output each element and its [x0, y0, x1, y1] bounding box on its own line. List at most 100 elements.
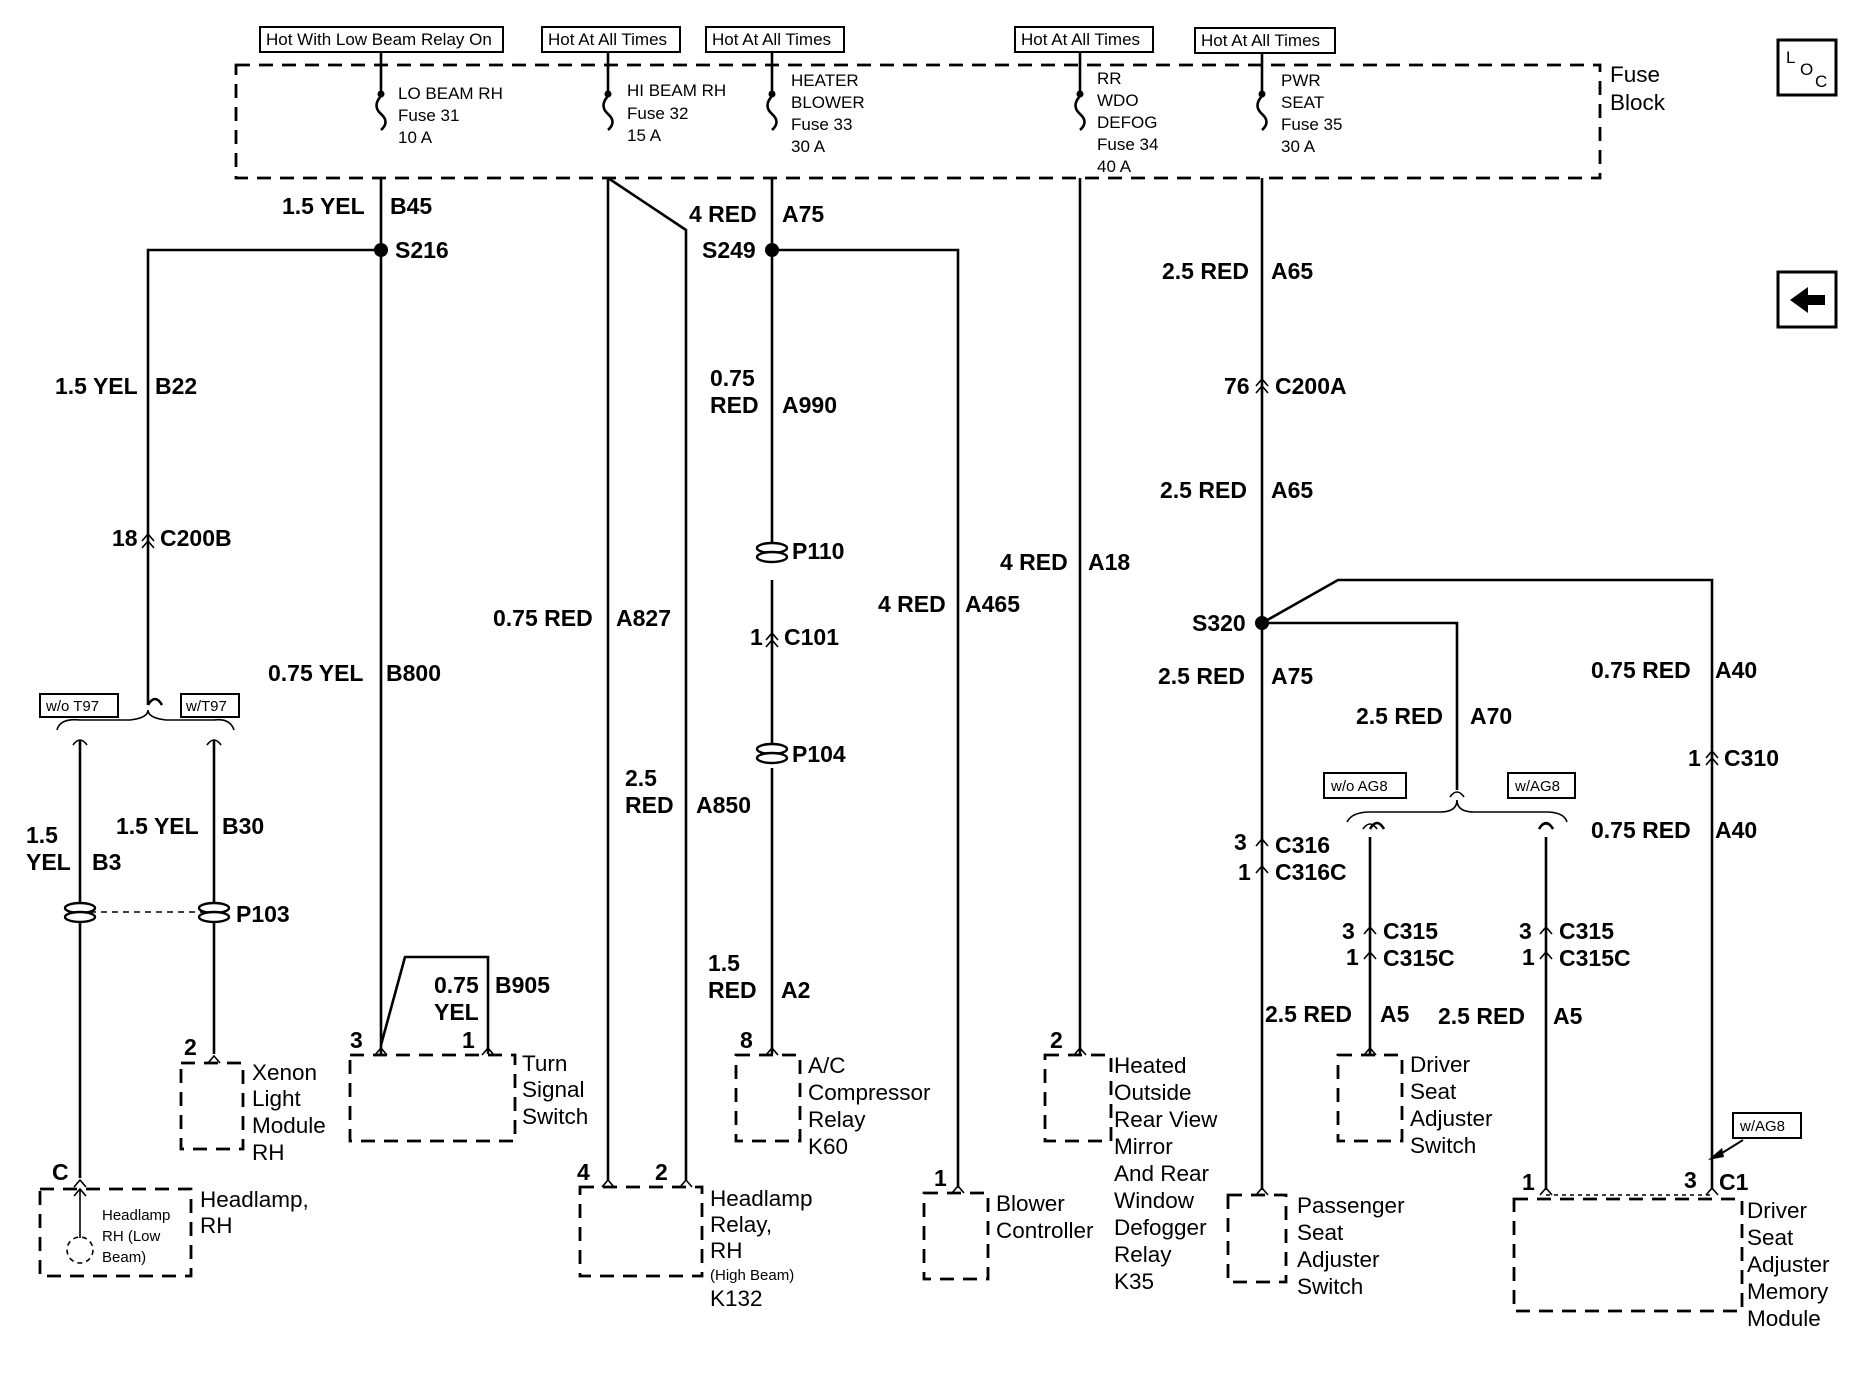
svg-text:L: L — [1786, 48, 1795, 67]
fuse-condition-33: Hot At All Times — [705, 26, 845, 53]
svg-text:B30: B30 — [222, 813, 264, 839]
svg-text:15 A: 15 A — [627, 126, 662, 145]
fuse-31-text: LO BEAM RH Fuse 31 10 A — [398, 84, 503, 147]
svg-text:Controller: Controller — [996, 1218, 1094, 1243]
svg-text:RED: RED — [708, 977, 757, 1003]
fuse-33-text: HEATER BLOWER Fuse 33 30 A — [791, 71, 865, 156]
connector-c200a: 76 C200A — [1224, 373, 1347, 399]
svg-text:w/o AG8: w/o AG8 — [1330, 778, 1388, 795]
svg-text:2.5 RED: 2.5 RED — [1438, 1003, 1525, 1029]
connector-c101: 1 C101 — [750, 624, 839, 650]
fuse-condition-34: Hot At All Times — [1014, 26, 1154, 53]
svg-text:1: 1 — [1688, 745, 1701, 771]
svg-text:Memory: Memory — [1747, 1279, 1829, 1304]
svg-text:30 A: 30 A — [791, 137, 826, 156]
svg-text:A65: A65 — [1271, 258, 1313, 284]
svg-text:A65: A65 — [1271, 477, 1313, 503]
svg-text:C315: C315 — [1383, 918, 1438, 944]
fuse-block-label: Fuse — [1610, 62, 1660, 87]
svg-text:Window: Window — [1114, 1188, 1195, 1213]
svg-text:C200A: C200A — [1275, 373, 1347, 399]
svg-text:Mirror: Mirror — [1114, 1134, 1173, 1159]
svg-text:2.5 RED: 2.5 RED — [1158, 663, 1245, 689]
svg-text:2: 2 — [1050, 1027, 1063, 1053]
device-ac-compressor-relay: 8 A/C Compressor Relay K60 — [734, 1027, 931, 1159]
svg-text:3: 3 — [1342, 918, 1355, 944]
connector-c310: 1 C310 — [1688, 745, 1779, 771]
svg-text:A70: A70 — [1470, 703, 1512, 729]
svg-text:A75: A75 — [782, 201, 824, 227]
svg-text:Adjuster: Adjuster — [1297, 1247, 1380, 1272]
svg-text:LO BEAM RH: LO BEAM RH — [398, 84, 503, 103]
device-headlamp: C Headlamp RH (Low Beam) Headlamp, RH — [38, 1159, 309, 1278]
device-turn-signal-switch: 3 1 Turn Signal Switch — [348, 1027, 588, 1143]
svg-text:K35: K35 — [1114, 1269, 1154, 1294]
svg-text:A850: A850 — [696, 792, 751, 818]
svg-text:Module: Module — [1747, 1306, 1821, 1331]
svg-text:Outside: Outside — [1114, 1080, 1192, 1105]
svg-text:3: 3 — [1684, 1167, 1697, 1193]
svg-text:HEATER: HEATER — [791, 71, 859, 90]
ground-p103: P103 — [236, 901, 290, 927]
svg-text:0.75 RED: 0.75 RED — [1591, 657, 1691, 683]
option-w-ag8: w/AG8 — [1507, 772, 1576, 799]
svg-text:A5: A5 — [1380, 1001, 1410, 1027]
svg-text:Adjuster: Adjuster — [1747, 1252, 1830, 1277]
svg-text:2.5 RED: 2.5 RED — [1160, 477, 1247, 503]
svg-text:40 A: 40 A — [1097, 157, 1132, 176]
svg-text:2.5 RED: 2.5 RED — [1265, 1001, 1352, 1027]
svg-text:2.5: 2.5 — [625, 765, 657, 791]
svg-text:Headlamp: Headlamp — [710, 1186, 813, 1211]
svg-text:2: 2 — [184, 1034, 197, 1060]
device-xenon-module: 2 Xenon Light Module RH — [179, 1034, 326, 1165]
svg-text:Passenger: Passenger — [1297, 1193, 1405, 1218]
svg-text:A40: A40 — [1715, 817, 1757, 843]
connector-c316: 3 C316 1 C316C — [1234, 829, 1347, 885]
svg-text:1.5 YEL: 1.5 YEL — [116, 813, 199, 839]
svg-text:C315C: C315C — [1559, 945, 1631, 971]
svg-text:RED: RED — [625, 792, 674, 818]
svg-text:BLOWER: BLOWER — [791, 93, 865, 112]
svg-text:Fuse 32: Fuse 32 — [627, 104, 688, 123]
svg-text:A/C: A/C — [808, 1053, 846, 1078]
loc-icon[interactable]: L O C — [1776, 38, 1838, 97]
svg-text:0.75: 0.75 — [710, 365, 755, 391]
svg-text:Hot At All Times: Hot At All Times — [712, 30, 831, 49]
svg-text:Switch: Switch — [1297, 1274, 1363, 1299]
svg-text:Seat: Seat — [1297, 1220, 1344, 1245]
wire-labels: 1.5 YEL B45 1.5 YEL B22 0.75 YEL B800 1.… — [26, 193, 1757, 1029]
svg-text:PWR: PWR — [1281, 71, 1321, 90]
svg-text:Turn: Turn — [522, 1051, 567, 1076]
svg-text:Headlamp: Headlamp — [102, 1207, 170, 1224]
svg-text:0.75 YEL: 0.75 YEL — [268, 660, 363, 686]
svg-text:Driver: Driver — [1747, 1198, 1808, 1223]
svg-text:w/AG8: w/AG8 — [1739, 1118, 1785, 1135]
option-w-t97: w/T97 — [180, 693, 240, 718]
svg-text:A2: A2 — [781, 977, 810, 1003]
svg-text:C: C — [1815, 72, 1827, 91]
svg-text:A990: A990 — [782, 392, 837, 418]
svg-text:A18: A18 — [1088, 549, 1130, 575]
svg-text:Hot With Low Beam Relay On: Hot With Low Beam Relay On — [266, 30, 492, 49]
svg-text:2.5 RED: 2.5 RED — [1356, 703, 1443, 729]
svg-text:A5: A5 — [1553, 1003, 1583, 1029]
option-w-ag8-module: w/AG8 — [1708, 1112, 1802, 1160]
fuse-dot — [377, 90, 1266, 98]
svg-text:Relay: Relay — [1114, 1242, 1172, 1267]
left-arrow-icon[interactable] — [1776, 270, 1838, 329]
svg-text:1: 1 — [750, 624, 763, 650]
svg-text:4 RED: 4 RED — [878, 591, 946, 617]
svg-text:1.5 YEL: 1.5 YEL — [55, 373, 138, 399]
svg-text:B45: B45 — [390, 193, 432, 219]
svg-text:C101: C101 — [784, 624, 839, 650]
svg-text:Hot At All Times: Hot At All Times — [1201, 31, 1320, 50]
svg-text:1: 1 — [1346, 944, 1359, 970]
svg-text:Switch: Switch — [1410, 1133, 1476, 1158]
svg-text:0.75 RED: 0.75 RED — [1591, 817, 1691, 843]
svg-text:C315: C315 — [1559, 918, 1614, 944]
splice-s249: S249 — [702, 237, 756, 263]
svg-text:Fuse 34: Fuse 34 — [1097, 135, 1158, 154]
device-passenger-seat-switch: Passenger Seat Adjuster Switch — [1226, 1193, 1405, 1299]
splice-s320: S320 — [1192, 610, 1246, 636]
svg-text:B3: B3 — [92, 849, 121, 875]
